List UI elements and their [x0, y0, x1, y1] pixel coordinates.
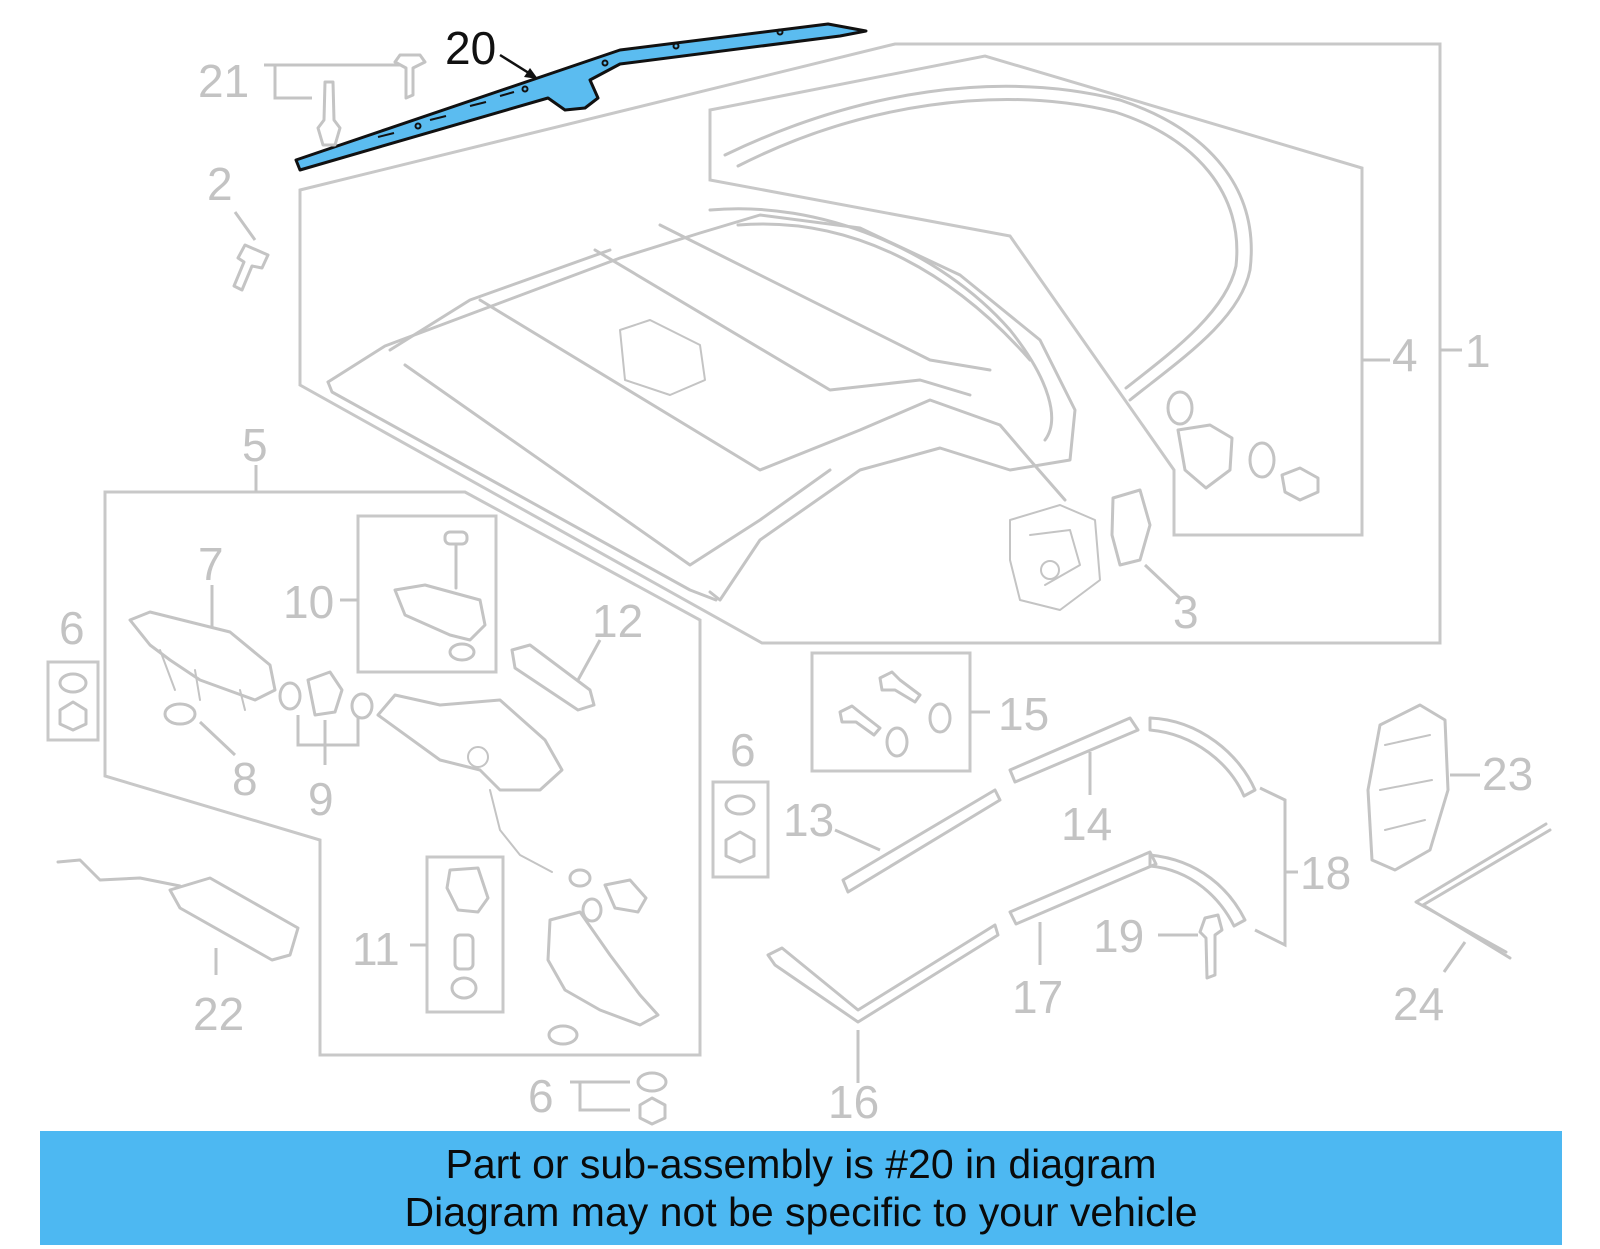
nut-washer-6-left [58, 672, 88, 732]
washer-8 [163, 702, 197, 726]
callout-10: 10 [283, 576, 334, 628]
callout-13: 13 [783, 794, 834, 846]
callout-3: 3 [1173, 586, 1199, 638]
seal-17 [1008, 850, 1158, 926]
assembly-panel-5 [103, 490, 702, 1057]
callout-22: 22 [193, 988, 244, 1040]
callout-2: 2 [207, 158, 233, 210]
callout-1: 1 [1465, 325, 1491, 377]
fasteners-21 [264, 53, 427, 147]
callout-6-left: 6 [59, 602, 85, 654]
bracket-12 [510, 643, 596, 712]
rod-24-inner [1414, 822, 1548, 954]
assembly-panel-1 [298, 42, 1442, 645]
seal-16 [766, 923, 1000, 1024]
assembly-panel-4 [708, 54, 1364, 537]
module-23-detail [1379, 734, 1433, 831]
part-20-highlight [294, 22, 868, 172]
part-20-leader-arrow [524, 68, 538, 79]
roof-rail-4 [723, 84, 1253, 402]
lever-rod [489, 789, 553, 873]
bolts-15 [838, 670, 952, 758]
banner-line-disclaimer: Diagram may not be specific to your vehi… [404, 1189, 1198, 1235]
callout-16: 16 [828, 1076, 879, 1128]
callout-24: 24 [1393, 978, 1444, 1030]
nut-washer-6-middle [724, 794, 756, 864]
sub-box-6-left [46, 660, 100, 742]
lower-hinge-hardware [546, 868, 660, 1046]
cable-sensor-22 [56, 858, 300, 975]
callout-5: 5 [242, 419, 268, 471]
callout-21: 21 [198, 55, 249, 107]
callout-7: 7 [198, 538, 224, 590]
sub-box-6-middle [711, 780, 770, 879]
banner-line-part: Part or sub-assembly is #20 in diagram [445, 1141, 1157, 1187]
seal-18-lower [1148, 853, 1247, 928]
callout-20: 20 [445, 22, 496, 74]
callout-6-middle: 6 [730, 724, 756, 776]
callout-17: 17 [1012, 971, 1063, 1023]
lever-pivot [467, 746, 489, 768]
callout-11: 11 [352, 923, 400, 975]
hinge-7 [128, 610, 277, 702]
hinge-hardware-4 [1166, 390, 1320, 502]
bracket-3 [1110, 488, 1152, 567]
module-23 [1366, 703, 1450, 872]
seal-18-upper [1148, 716, 1257, 798]
hinge-7-detail [159, 649, 246, 711]
clip-2 [232, 211, 270, 292]
sub-box-11 [425, 855, 505, 1014]
clip-19 [1158, 913, 1224, 980]
bolt-10 [393, 530, 487, 662]
part-20-holes [377, 28, 784, 138]
callout-14: 14 [1061, 798, 1112, 850]
callout-18: 18 [1300, 847, 1351, 899]
callout-9: 9 [308, 773, 334, 825]
info-banner: Part or sub-assembly is #20 in diagram D… [40, 1131, 1562, 1245]
seal-13 [841, 788, 1002, 894]
roof-rail-inner [736, 98, 1239, 390]
bushings-9 [278, 670, 374, 765]
pin-11 [445, 866, 490, 1000]
callout-6-bottom: 6 [528, 1070, 554, 1122]
lever-arm [376, 693, 564, 792]
callout-23: 23 [1482, 748, 1533, 800]
rod-24 [1421, 828, 1552, 960]
sub-box-10 [356, 514, 498, 674]
callout-4: 4 [1392, 329, 1418, 381]
callout-15: 15 [998, 688, 1049, 740]
soft-top-frame [326, 207, 1101, 611]
seal-14 [1008, 716, 1140, 784]
nut-washer-6-bottom [570, 1071, 668, 1126]
callout-19: 19 [1093, 910, 1144, 962]
leader-18 [1254, 786, 1287, 948]
callout-8: 8 [232, 753, 258, 805]
part-20-leader [499, 53, 533, 77]
callout-12: 12 [592, 595, 643, 647]
